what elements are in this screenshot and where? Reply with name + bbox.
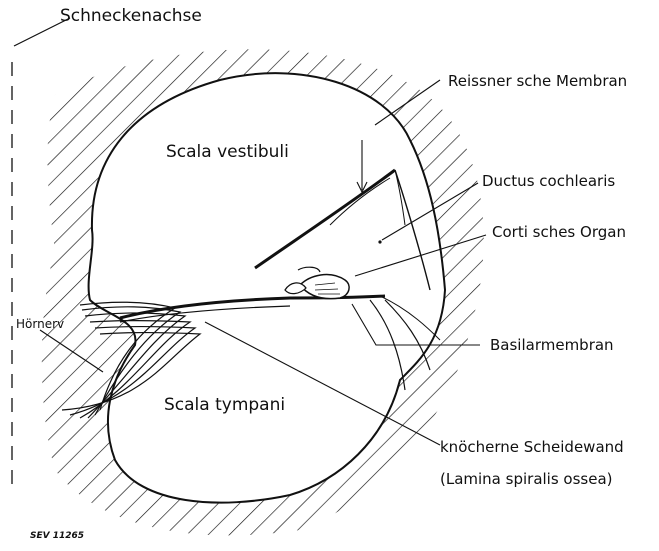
scala-tympani-label: Scala tympani <box>164 397 285 414</box>
ductus-cochlearis-label: Ductus cochlearis <box>482 174 615 189</box>
cochlear-axis-label: Schneckenachse <box>60 8 202 25</box>
lamina-spiralis-label: (Lamina spiralis ossea) <box>440 472 613 487</box>
scala-vestibuli-label: Scala vestibuli <box>166 144 289 161</box>
corti-organ-label: Corti sches Organ <box>492 225 626 240</box>
auditory-nerve-label: Hörnerv <box>16 318 64 330</box>
basilar-membrane-label: Basilarmembran <box>490 338 614 353</box>
figure-code-label: SEV 11265 <box>30 532 84 541</box>
reissner-membrane-label: Reissner sche Membran <box>448 74 627 89</box>
bony-septum-label: knöcherne Scheidewand <box>440 440 624 455</box>
